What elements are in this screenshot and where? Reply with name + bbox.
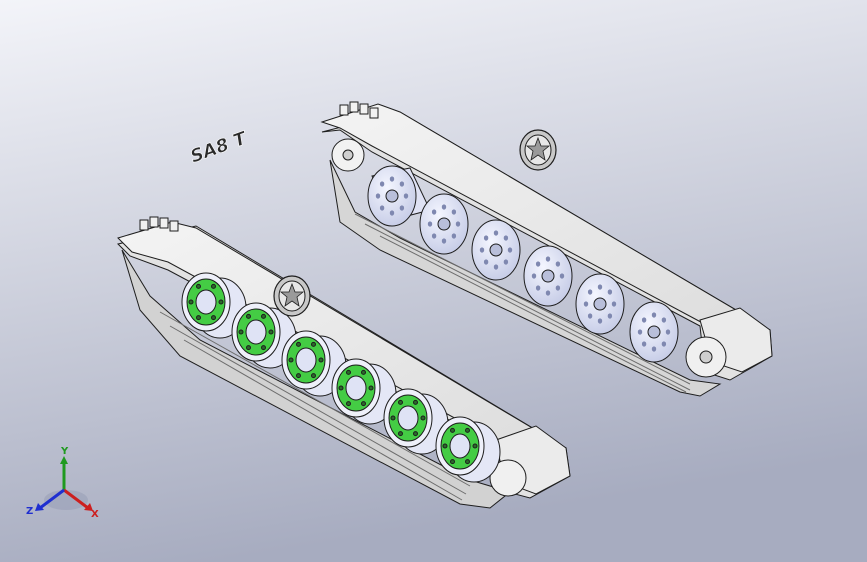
- bolt-hole: [661, 341, 667, 347]
- rear-road-wheel: [523, 245, 573, 307]
- front-road-wheels: [181, 272, 501, 483]
- front-road-wheel: [435, 416, 501, 483]
- bolt-hole: [507, 247, 513, 253]
- bolt-hole: [597, 318, 603, 324]
- rear-sprocket-left-hub: [342, 149, 354, 161]
- bolt-hole: [641, 341, 647, 347]
- triad-y-arrow: [60, 456, 68, 464]
- front-road-wheel: [383, 388, 449, 455]
- rear-road-wheel: [367, 165, 431, 227]
- front-sprocket-teeth: [139, 216, 179, 232]
- bolt-hole: [441, 238, 447, 244]
- bolt-hole: [389, 210, 395, 216]
- bolt-hole: [379, 205, 385, 211]
- bolt-hole: [451, 209, 457, 215]
- bolt-hole: [431, 209, 437, 215]
- bolt-hole: [389, 176, 395, 182]
- rear-road-wheel: [629, 301, 679, 363]
- bolt-hole: [555, 285, 561, 291]
- bolt-hole: [451, 233, 457, 239]
- bolt-hole: [545, 290, 551, 296]
- bolt-hole: [503, 259, 509, 265]
- bolt-hole: [583, 301, 589, 307]
- star-icon: [519, 129, 557, 171]
- bolt-hole: [607, 289, 613, 295]
- triad-z-arrow: [35, 503, 44, 511]
- bolt-hole: [493, 264, 499, 270]
- rear-track-assembly[interactable]: [320, 101, 773, 397]
- bolt-hole: [641, 317, 647, 323]
- front-track-assembly[interactable]: [117, 216, 571, 509]
- rear-track-belt-links: [354, 213, 691, 393]
- rear-road-wheel: [419, 193, 469, 255]
- bolt-hole: [379, 181, 385, 187]
- rear-sprocket-left-teeth: [339, 101, 379, 119]
- bolt-hole: [483, 259, 489, 265]
- bolt-hole: [651, 312, 657, 318]
- bolt-hole: [531, 273, 537, 279]
- bolt-hole: [503, 235, 509, 241]
- front-track-belt-links: [159, 311, 471, 501]
- bolt-hole: [535, 261, 541, 267]
- rear-sprocket-right-hub: [699, 350, 713, 364]
- bolt-hole: [483, 235, 489, 241]
- triad-x-label: X: [91, 509, 99, 520]
- bolt-hole: [399, 181, 405, 187]
- bolt-hole: [587, 289, 593, 295]
- rear-road-wheel: [575, 273, 625, 335]
- bolt-hole: [587, 313, 593, 319]
- front-road-wheel: [231, 302, 297, 369]
- triad-z-label: Z: [26, 506, 33, 517]
- bolt-hole: [661, 317, 667, 323]
- bolt-hole: [555, 261, 561, 267]
- bolt-hole: [399, 205, 405, 211]
- bolt-hole: [535, 285, 541, 291]
- front-road-wheel: [331, 358, 397, 425]
- bolt-hole: [375, 193, 381, 199]
- bolt-hole: [559, 273, 565, 279]
- bolt-hole: [493, 230, 499, 236]
- rear-road-wheel: [471, 219, 521, 281]
- rear-road-wheels: [367, 165, 679, 363]
- triad-y-label: Y: [60, 446, 69, 457]
- bolt-hole: [545, 256, 551, 262]
- star-icon: [273, 275, 311, 317]
- bolt-hole: [455, 221, 461, 227]
- bolt-hole: [651, 346, 657, 352]
- bolt-hole: [403, 193, 409, 199]
- triad-x-axis: [63, 488, 89, 510]
- bolt-hole: [479, 247, 485, 253]
- view-triad[interactable]: Y X Z: [26, 446, 99, 520]
- rear-wheel-bolts: [375, 176, 671, 352]
- bolt-hole: [427, 221, 433, 227]
- triad-z-axis: [39, 488, 65, 510]
- bolt-hole: [597, 284, 603, 290]
- bolt-hole: [637, 329, 643, 335]
- triad-x-arrow: [84, 503, 93, 511]
- bolt-hole: [611, 301, 617, 307]
- bolt-hole: [607, 313, 613, 319]
- bolt-hole: [441, 204, 447, 210]
- front-sprocket-right: [489, 459, 527, 497]
- bolt-hole: [431, 233, 437, 239]
- bolt-hole: [665, 329, 671, 335]
